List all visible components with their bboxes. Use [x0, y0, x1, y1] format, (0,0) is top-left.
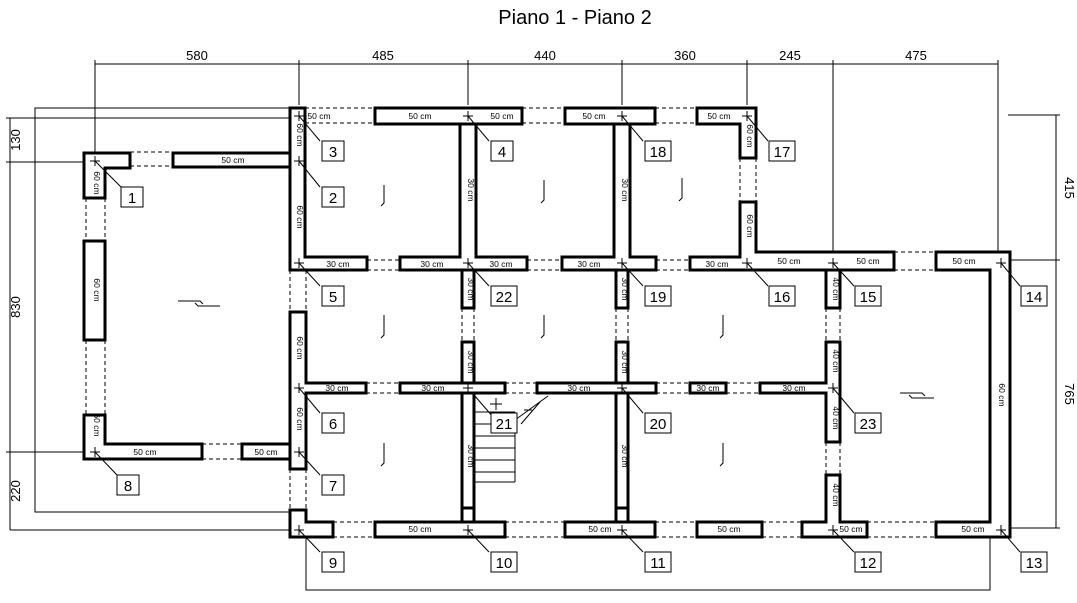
wall-label: 30 cm	[782, 383, 805, 393]
wall-label: 50 cm	[856, 256, 879, 266]
node-label-21: 21	[496, 416, 513, 433]
wall-label: 60 cm	[295, 407, 305, 430]
node-numbers: 1 2 3 4 5 6 7 8 9 10 11 12 13 14 15 16 1…	[124, 144, 1043, 572]
wall-label: 30 cm	[620, 178, 630, 201]
dimension-lines	[6, 60, 1057, 530]
wall-label: 60 cm	[745, 124, 755, 147]
wall-label: 60 cm	[745, 214, 755, 237]
wall-label: 60 cm	[295, 205, 305, 228]
wall-label: 50 cm	[408, 524, 431, 534]
node-label-20: 20	[650, 416, 667, 433]
stair	[473, 394, 549, 483]
node-label-1: 1	[128, 190, 136, 207]
node-boxes	[116, 140, 1048, 573]
dim-765: 765	[1062, 383, 1077, 405]
node-label-10: 10	[496, 555, 513, 572]
node-markers	[90, 111, 1006, 535]
dim-245: 245	[779, 48, 801, 63]
leader-lines	[94, 115, 1021, 553]
wall-label: 30 cm	[326, 259, 349, 269]
wall-label: 50 cm	[777, 256, 800, 266]
node-label-23: 23	[860, 416, 877, 433]
node-label-14: 14	[1026, 289, 1043, 306]
wall-label: 50 cm	[307, 111, 330, 121]
wall-label: 60 cm	[92, 171, 102, 194]
dim-830: 830	[8, 296, 23, 318]
wall-label: 50 cm	[133, 447, 156, 457]
wall-label: 50 cm	[952, 256, 975, 266]
node-label-17: 17	[774, 144, 791, 161]
wall-label: 50 cm	[961, 524, 984, 534]
wall-label: 30 cm	[577, 259, 600, 269]
node-label-4: 4	[498, 144, 506, 161]
wall-label: 60 cm	[295, 336, 305, 359]
wall-label: 30 cm	[705, 259, 728, 269]
node-label-13: 13	[1026, 555, 1043, 572]
slab-arrows	[178, 178, 934, 467]
dimension-texts: 580 485 440 360 245 475 130 830 220 415 …	[8, 48, 1077, 502]
node-label-11: 11	[650, 555, 666, 572]
wall-label: 50 cm	[490, 111, 513, 121]
beam-lines	[85, 107, 936, 538]
wall-label: 30 cm	[421, 383, 444, 393]
dim-415: 415	[1062, 177, 1077, 199]
wall-label: 60 cm	[92, 278, 102, 301]
wall-label: 60 cm	[92, 413, 102, 436]
outer-outline	[10, 107, 1060, 591]
node-label-6: 6	[329, 416, 337, 433]
dim-220: 220	[8, 480, 23, 502]
dim-485: 485	[372, 48, 394, 63]
wall-label: 40 cm	[831, 349, 841, 372]
wall-labels: 50 cm 50 cm 50 cm 50 cm 50 cm 50 cm 50 c…	[92, 111, 1007, 534]
wall-label: 40 cm	[831, 483, 841, 506]
wall-label: 30 cm	[620, 444, 630, 467]
wall-label: 60 cm	[997, 383, 1007, 406]
node-label-3: 3	[329, 144, 337, 161]
dim-360: 360	[674, 48, 696, 63]
node-label-5: 5	[329, 289, 337, 306]
dim-440: 440	[534, 48, 556, 63]
node-label-18: 18	[650, 144, 667, 161]
dim-475: 475	[905, 48, 927, 63]
node-label-16: 16	[774, 289, 791, 306]
wall-label: 50 cm	[582, 111, 605, 121]
wall-label: 30 cm	[466, 178, 476, 201]
wall-label: 40 cm	[831, 277, 841, 300]
dim-580: 580	[186, 48, 208, 63]
dim-130: 130	[8, 129, 23, 151]
wall-label: 50 cm	[588, 524, 611, 534]
node-label-7: 7	[329, 478, 337, 495]
walls	[82, 106, 1012, 539]
node-label-19: 19	[650, 289, 667, 306]
node-label-15: 15	[860, 289, 877, 306]
wall-label: 50 cm	[408, 111, 431, 121]
wall-label: 50 cm	[707, 111, 730, 121]
node-label-8: 8	[124, 478, 132, 495]
wall-label: 50 cm	[254, 447, 277, 457]
node-label-9: 9	[329, 555, 337, 572]
wall-label: 60 cm	[295, 123, 305, 146]
wall-label: 30 cm	[620, 277, 630, 300]
wall-label: 30 cm	[325, 383, 348, 393]
node-label-22: 22	[496, 289, 513, 306]
wall-label: 30 cm	[466, 444, 476, 467]
wall-label: 50 cm	[839, 524, 862, 534]
wall-label: 30 cm	[466, 350, 476, 373]
node-label-2: 2	[329, 190, 337, 207]
wall-label: 50 cm	[221, 155, 244, 165]
wall-label: 30 cm	[466, 277, 476, 300]
plan-title: Piano 1 - Piano 2	[498, 7, 651, 29]
node-label-12: 12	[860, 555, 877, 572]
wall-label: 40 cm	[831, 406, 841, 429]
wall-label: 30 cm	[420, 259, 443, 269]
wall-label: 30 cm	[620, 350, 630, 373]
wall-label: 50 cm	[717, 524, 740, 534]
wall-label: 30 cm	[567, 383, 590, 393]
wall-label: 30 cm	[696, 383, 719, 393]
wall-label: 30 cm	[489, 259, 512, 269]
